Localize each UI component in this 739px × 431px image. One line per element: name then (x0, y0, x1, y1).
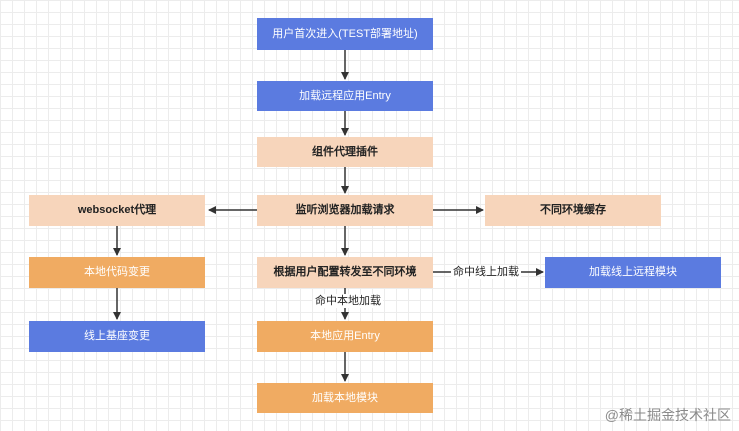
node-load-online-remote-module: 加载线上远程模块 (545, 257, 721, 288)
node-load-remote-entry: 加载远程应用Entry (257, 81, 433, 111)
node-local-code-change: 本地代码变更 (29, 257, 205, 288)
node-first-visit: 用户首次进入(TEST部署地址) (257, 18, 433, 50)
node-websocket-proxy: websocket代理 (29, 195, 205, 226)
node-local-app-entry: 本地应用Entry (257, 321, 433, 352)
edge-label-hit-local: 命中本地加载 (313, 294, 383, 308)
node-listen-requests: 监听浏览器加载请求 (257, 195, 433, 226)
node-proxy-plugin: 组件代理插件 (257, 137, 433, 167)
node-load-local-module: 加载本地模块 (257, 383, 433, 413)
node-online-base-change: 线上基座变更 (29, 321, 205, 352)
node-forward-by-config: 根据用户配置转发至不同环境 (257, 257, 433, 288)
node-env-cache: 不同环境缓存 (485, 195, 661, 226)
watermark: @稀土掘金技术社区 (604, 407, 731, 423)
edge-label-hit-online: 命中线上加载 (451, 265, 521, 279)
